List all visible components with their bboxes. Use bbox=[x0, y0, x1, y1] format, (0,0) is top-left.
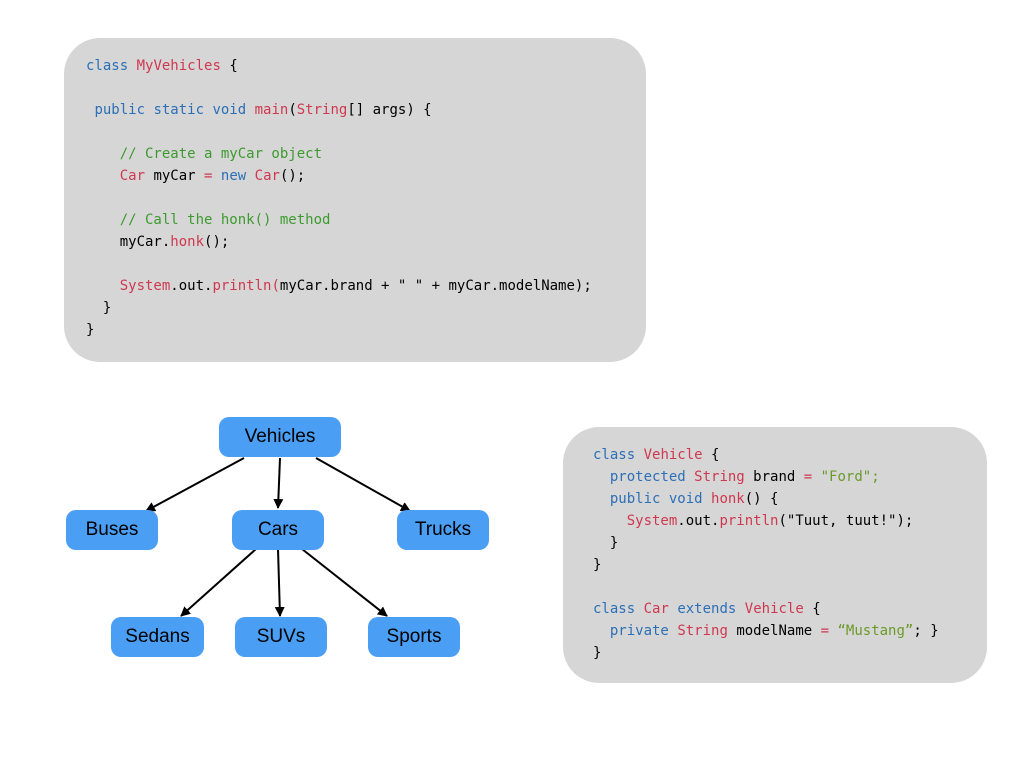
arrow-cars-suvs bbox=[274, 548, 285, 617]
code-line: myCar.honk(); bbox=[119, 234, 230, 250]
code-line: private String modelName = “Mustang”; } bbox=[609, 623, 939, 639]
arrow-vehicles-buses bbox=[145, 457, 245, 512]
node-cars: Cars bbox=[232, 510, 324, 550]
code-block-main: class MyVehicles { public static void ma… bbox=[86, 58, 592, 338]
arrow-vehicles-trucks bbox=[315, 457, 411, 512]
code-line: Car myCar = new Car(); bbox=[119, 168, 306, 184]
node-vehicles: Vehicles bbox=[219, 417, 341, 457]
code-panel-classes: class Vehicle { protected String brand =… bbox=[563, 427, 987, 683]
arrow-vehicles-cars bbox=[273, 457, 284, 509]
code-line: System.out.println("Tuut, tuut!"); bbox=[626, 513, 914, 529]
code-comment: // Create a myCar object bbox=[119, 146, 323, 162]
node-trucks: Trucks bbox=[397, 510, 489, 550]
node-suvs: SUVs bbox=[235, 617, 327, 657]
code-panel-main: class MyVehicles { public static void ma… bbox=[64, 38, 646, 362]
code-line: class Car extends Vehicle { bbox=[593, 601, 821, 617]
code-line: class MyVehicles { bbox=[86, 58, 238, 74]
arrow-cars-sports bbox=[301, 548, 388, 617]
node-buses: Buses bbox=[66, 510, 158, 550]
code-comment: // Call the honk() method bbox=[119, 212, 331, 228]
code-block-classes: class Vehicle { protected String brand =… bbox=[593, 447, 939, 661]
code-line: protected String brand = "Ford"; bbox=[609, 469, 880, 485]
node-sports: Sports bbox=[368, 617, 460, 657]
code-line: System.out.println(myCar.brand + " " + m… bbox=[119, 278, 592, 294]
arrow-cars-sedans bbox=[180, 548, 257, 617]
code-line: class Vehicle { bbox=[593, 447, 720, 463]
node-sedans: Sedans bbox=[111, 617, 204, 657]
code-line: public void honk() { bbox=[609, 491, 779, 507]
code-line: public static void main(String[] args) { bbox=[94, 102, 432, 118]
